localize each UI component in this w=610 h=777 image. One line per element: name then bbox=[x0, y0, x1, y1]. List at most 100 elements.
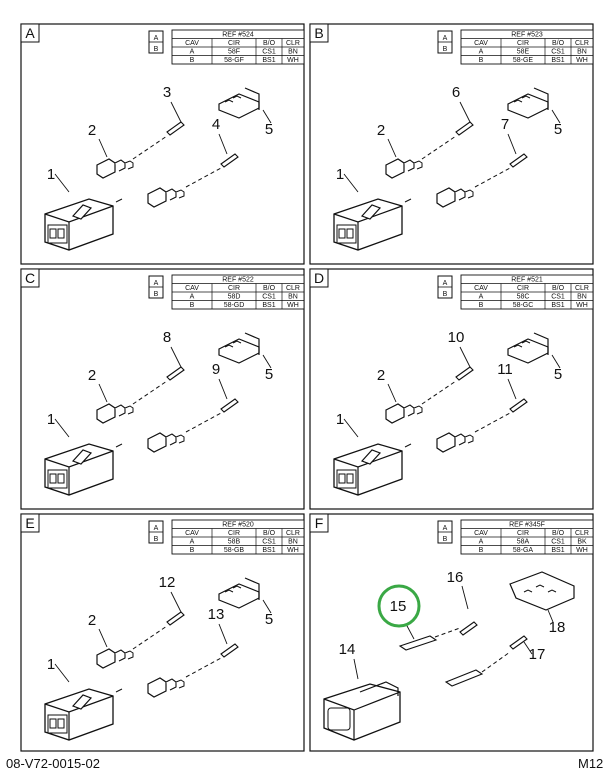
table-header-cav: CAV bbox=[474, 40, 488, 47]
callout-2: 2 bbox=[377, 122, 385, 139]
leader-line bbox=[551, 109, 561, 124]
tpa-lock-arm bbox=[533, 332, 549, 355]
table-cell: B bbox=[479, 57, 484, 64]
table-header-cav: CAV bbox=[474, 285, 488, 292]
connector-face-icon: AB bbox=[437, 275, 453, 299]
highlight-circle bbox=[377, 584, 421, 628]
table-cell: 58A bbox=[517, 539, 530, 546]
leader-line bbox=[551, 354, 561, 369]
leader-line bbox=[218, 133, 228, 155]
assembly-line-f-lower bbox=[481, 651, 511, 673]
leader-line bbox=[262, 354, 272, 369]
leader-line bbox=[387, 383, 397, 403]
tpa-lock-teeth bbox=[224, 585, 242, 593]
terminal-pin-lower bbox=[509, 153, 528, 168]
table-header-clr: CLR bbox=[575, 40, 589, 47]
table-ref-title: REF #521 bbox=[511, 277, 543, 284]
connector-seal-lower-seal bbox=[175, 434, 185, 444]
table-cell: CS1 bbox=[262, 539, 276, 546]
table-header-bo: B/O bbox=[263, 40, 276, 47]
terminal-pin-lower bbox=[220, 643, 239, 658]
cavity-a bbox=[49, 473, 57, 484]
callout-5: 5 bbox=[265, 366, 273, 383]
icon-letter-a: A bbox=[154, 35, 159, 42]
cavity-a bbox=[49, 228, 57, 239]
tpa-lock-teeth bbox=[224, 340, 242, 348]
connector-seal-body bbox=[385, 158, 405, 179]
connector-seal-lower-seal bbox=[175, 189, 185, 199]
cavity-a bbox=[338, 228, 346, 239]
callout-2: 2 bbox=[88, 367, 96, 384]
connector-seal-body bbox=[385, 403, 405, 424]
callout-1: 1 bbox=[336, 411, 344, 428]
leader-line bbox=[459, 346, 471, 368]
leader-line bbox=[170, 346, 182, 368]
tpa-lock-arm bbox=[244, 87, 260, 110]
connector-seal-lower-body bbox=[147, 432, 167, 453]
table-header-cav: CAV bbox=[474, 530, 488, 537]
table-cell: A bbox=[479, 539, 484, 546]
callout-1: 1 bbox=[336, 166, 344, 183]
callout-4: 4 bbox=[212, 116, 220, 133]
cavity-a bbox=[49, 718, 57, 729]
table-ref-title: REF #520 bbox=[222, 522, 254, 529]
callout-15: 15 bbox=[390, 598, 407, 615]
icon-letter-a: A bbox=[154, 525, 159, 532]
leader-line bbox=[54, 663, 70, 683]
table-cell: 58E bbox=[517, 49, 530, 56]
table-header-cir: CIR bbox=[517, 530, 529, 537]
icon-letter-b: B bbox=[443, 291, 448, 298]
callout-2: 2 bbox=[88, 122, 96, 139]
housing-mark bbox=[115, 198, 123, 203]
callout-2: 2 bbox=[88, 612, 96, 629]
table-cell: BN bbox=[288, 539, 298, 546]
tpa-lock-teeth bbox=[513, 95, 531, 103]
table-cell: BN bbox=[577, 49, 587, 56]
table-header-bo: B/O bbox=[263, 285, 276, 292]
table-header-cir: CIR bbox=[228, 285, 240, 292]
table-cell: B bbox=[190, 302, 195, 309]
leader-line bbox=[343, 418, 359, 438]
table-cell: WH bbox=[287, 302, 299, 309]
connector-seal-seal bbox=[124, 650, 134, 660]
leader-line bbox=[459, 101, 471, 123]
callout-11: 11 bbox=[497, 361, 513, 378]
table-cell: CS1 bbox=[551, 49, 565, 56]
icon-letter-b: B bbox=[154, 536, 159, 543]
terminal-pin-upper bbox=[166, 611, 185, 626]
housing-f-face bbox=[327, 707, 351, 731]
panel-letter: D bbox=[314, 270, 324, 286]
table-header-bo: B/O bbox=[552, 285, 565, 292]
leader-line bbox=[170, 101, 182, 123]
leader-line bbox=[262, 599, 272, 614]
table-cell: 58F bbox=[228, 49, 240, 56]
connector-seal-body bbox=[96, 403, 116, 424]
leader-line bbox=[218, 623, 228, 645]
leader-line bbox=[98, 383, 108, 403]
icon-letter-a: A bbox=[443, 280, 448, 287]
tpa-18-teeth bbox=[523, 584, 557, 593]
leader-line bbox=[507, 378, 517, 400]
table-cell: WH bbox=[576, 57, 588, 64]
table-cell: 58-GD bbox=[224, 302, 245, 309]
connector-face-icon: AB bbox=[148, 275, 164, 299]
leader-line bbox=[507, 133, 517, 155]
table-cell: WH bbox=[576, 547, 588, 554]
icon-letter-a: A bbox=[443, 35, 448, 42]
icon-letter-b: B bbox=[154, 46, 159, 53]
connector-seal-seal bbox=[413, 160, 423, 170]
assembly-line-f-upper bbox=[434, 627, 461, 638]
table-cell: B bbox=[479, 547, 484, 554]
circuit-table: REF #345FCAVABCIR58A58-GAB/OCS1BS1CLRBKW… bbox=[460, 519, 594, 555]
terminal-pin-lower bbox=[509, 398, 528, 413]
connector-face-icon: AB bbox=[437, 520, 453, 544]
housing-mark bbox=[404, 443, 412, 448]
table-cell: WH bbox=[287, 547, 299, 554]
table-header-clr: CLR bbox=[575, 530, 589, 537]
